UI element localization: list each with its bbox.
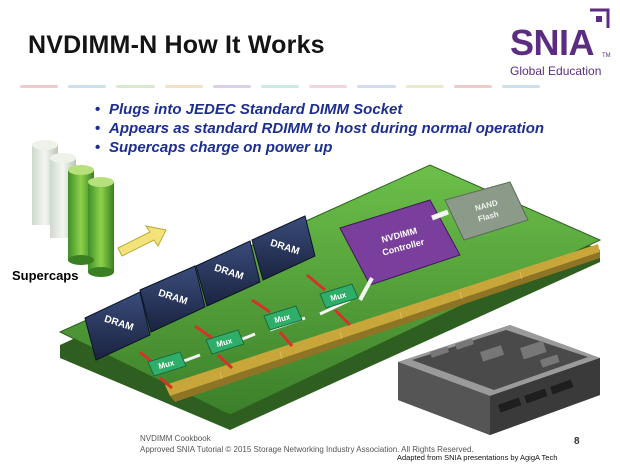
supercaps-cylinders [32, 140, 114, 277]
snia-logo: SNIA TM Global Education [510, 8, 618, 80]
svg-text:Mux: Mux [215, 336, 233, 349]
footer-copyright: Approved SNIA Tutorial © 2015 Storage Ne… [140, 445, 474, 454]
svg-text:Mux: Mux [329, 290, 347, 303]
svg-text:Mux: Mux [273, 312, 291, 325]
power-arrow [117, 225, 167, 257]
bullet-item: Supercaps charge on power up [95, 138, 544, 157]
gold-connector [165, 244, 600, 396]
logo-corner-mark [590, 8, 610, 28]
mux-box: Mux [319, 283, 359, 309]
supercaps-label: Supercaps [12, 268, 79, 283]
dram-chip: DRAM [84, 291, 151, 361]
controller-to-nand-arrow [431, 209, 449, 221]
page-number: 8 [574, 436, 580, 447]
nand-flash-chip: NAND Flash [444, 181, 529, 241]
footer-title: NVDIMM Cookbook [140, 434, 211, 443]
slide-footer: NVDIMM Cookbook Approved SNIA Tutorial ©… [140, 433, 474, 455]
mux-box: Mux [205, 329, 245, 355]
bullet-item: Appears as standard RDIMM to host during… [95, 119, 544, 138]
logo-subtitle: Global Education [510, 64, 602, 78]
nvdimm-controller-chip: NVDIMM Controller [339, 199, 461, 286]
credit-line: Adapted from SNIA presentations by AgigA… [397, 453, 558, 462]
bullet-item: Plugs into JEDEC Standard DIMM Socket [95, 100, 544, 119]
dram-mux-arrows [139, 273, 326, 364]
dram-chip: DRAM [195, 240, 261, 307]
slide-title: NVDIMM-N How It Works [28, 31, 325, 59]
bullet-list: Plugs into JEDEC Standard DIMM Socket Ap… [95, 100, 544, 157]
server-chassis-image [398, 325, 600, 435]
dram-chip: DRAM [251, 215, 316, 281]
logo-trademark: TM [602, 53, 611, 59]
svg-text:Mux: Mux [157, 358, 175, 371]
dram-chip: DRAM [139, 265, 206, 333]
mux-box: Mux [147, 351, 187, 377]
logo-wordmark: SNIA [510, 22, 595, 63]
mux-box: Mux [263, 305, 303, 331]
decorative-color-stripe [20, 85, 541, 90]
